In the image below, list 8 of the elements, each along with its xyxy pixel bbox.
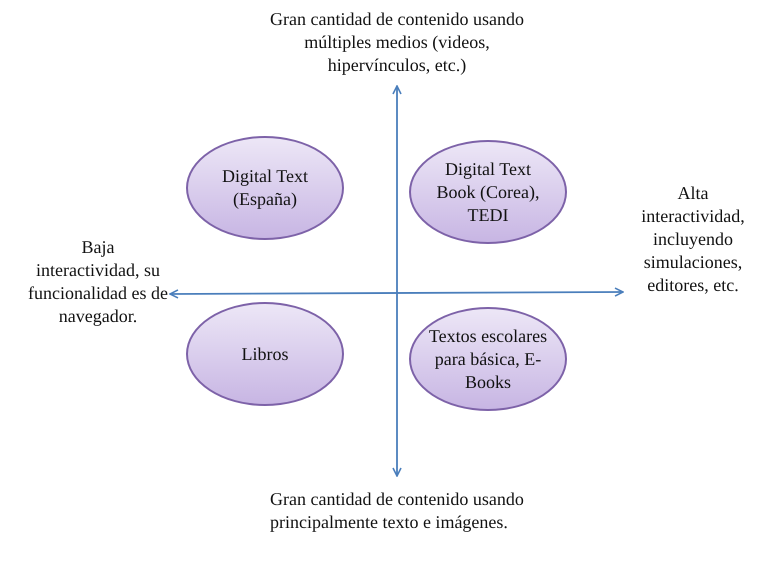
axis-label: Baja interactividad, su funcionalidad es de navegador. — [28, 236, 168, 328]
oval-text: Digital Text (España) — [221, 165, 309, 211]
axis-label: Alta interactividad, incluyendo simulaciones, editores, etc. — [640, 182, 746, 297]
oval-text: Digital Text Book (Corea), TEDI — [436, 158, 540, 226]
axis-label: Gran cantidad de contenido usando múltiples medios (videos, hipervínculos, etc.) — [269, 8, 525, 77]
oval-text: Libros — [242, 342, 288, 366]
axis-label: Gran cantidad de contenido usando principalmente texto e imágenes. — [270, 488, 525, 534]
oval-text: Textos escolares para básica, E-Books — [428, 324, 548, 394]
